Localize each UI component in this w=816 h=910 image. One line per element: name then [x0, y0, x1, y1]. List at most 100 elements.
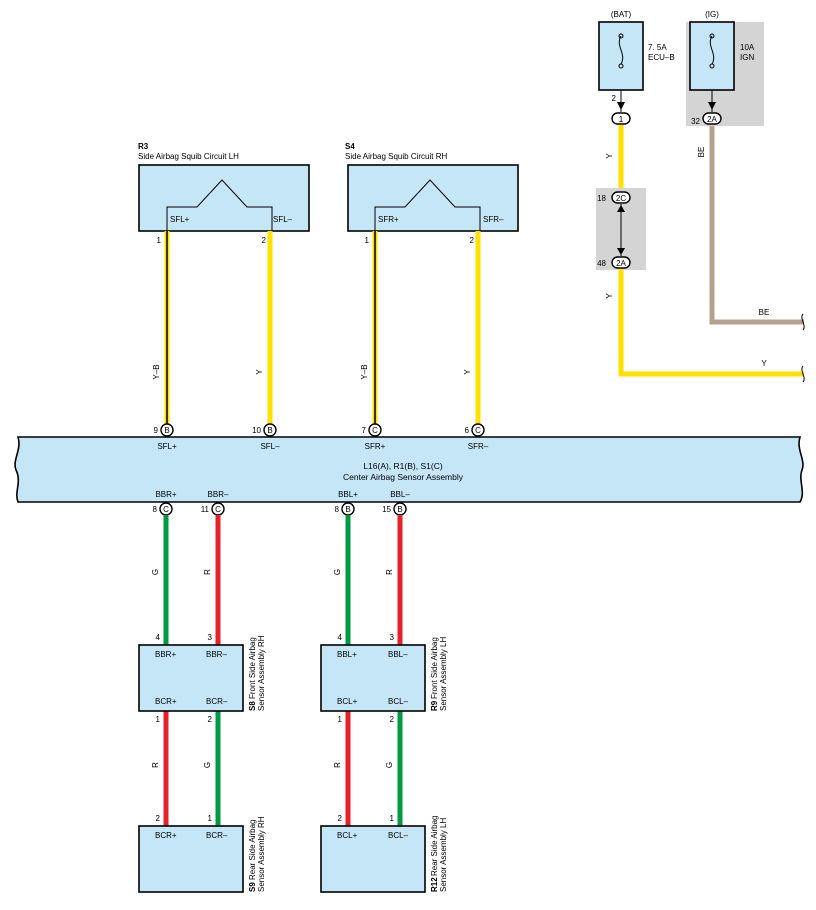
- ig-source-label: (IG): [705, 10, 719, 19]
- wire-y-bat-lower: [618, 269, 804, 377]
- pin-conn-label: C: [372, 426, 378, 435]
- s9-name1: Rear Side Airbag: [248, 820, 257, 880]
- bat-pin-number: 2: [612, 94, 617, 103]
- center-top-pin-4: 6 C SFR–: [465, 423, 489, 451]
- pin-number: 7: [362, 426, 367, 435]
- r3-term-minus: SFL–: [273, 215, 293, 224]
- r9-bot-minus: BCL–: [388, 697, 409, 706]
- pin-signal-label: SFL+: [157, 442, 177, 451]
- s8-top-plus: BBR+: [155, 650, 176, 659]
- r12-minus: BCL–: [388, 831, 409, 840]
- ig-fuse-rating: 10A: [740, 43, 755, 52]
- wire-label-g2: G: [333, 569, 342, 575]
- s8-id: S8: [248, 701, 257, 711]
- junction-arrow-up-icon: [617, 205, 625, 212]
- bat-fuse-group: (BAT) 7. 5A ECU–B 2 1: [598, 10, 675, 125]
- pin-signal-label: SFL–: [260, 442, 280, 451]
- pin-conn-label: B: [267, 426, 272, 435]
- r12-name1: Rear Side Airbag: [430, 816, 439, 876]
- s4-pin-plus: 1: [365, 236, 370, 245]
- pin-connector: [263, 423, 277, 437]
- pin-number: 6: [465, 426, 470, 435]
- r12-pin-r: 1: [390, 814, 395, 823]
- pin-signal-label: BBL+: [338, 490, 358, 499]
- s4-id: S4: [345, 142, 355, 151]
- wire-label-be1: BE: [697, 147, 706, 158]
- s8-name2: Sensor Assembly RH: [257, 635, 266, 711]
- bat-connector: [611, 112, 631, 125]
- junction-bottom-connector: [611, 256, 631, 269]
- junction-top-connector: [611, 191, 631, 204]
- pin-number: 15: [382, 505, 391, 514]
- pin-conn-label: B: [345, 505, 350, 514]
- wire-break-icon-y: [801, 365, 805, 383]
- s9-pin-l: 2: [156, 814, 161, 823]
- ig-arrow-icon: [708, 102, 716, 110]
- r9-bot-plus: BCL+: [337, 697, 358, 706]
- bat-arrow-icon: [617, 102, 625, 110]
- wire-label-y-right: Y: [761, 359, 767, 368]
- center-sensor-ids: L16(A), R1(B), S1(C): [363, 461, 443, 471]
- s8-box: [138, 644, 244, 712]
- wire-label-r4: R: [333, 762, 342, 768]
- pin-conn-label: B: [164, 426, 169, 435]
- pin-conn-label: C: [163, 505, 169, 514]
- wire-label-y-bat2: Y: [605, 293, 614, 299]
- pin-signal-label: BBR+: [155, 490, 176, 499]
- center-sensor-name: Center Airbag Sensor Assembly: [343, 472, 464, 482]
- junction-bottom-label: 2A: [616, 259, 626, 268]
- r9-pin-bl: 1: [338, 715, 343, 724]
- r9-name2: Sensor Assembly LH: [439, 637, 448, 711]
- ig-connector-label: 2A: [707, 115, 717, 124]
- r9-id: R9: [430, 700, 439, 711]
- junction-bottom-pin: 48: [597, 259, 606, 268]
- s8-pin-tl: 4: [156, 633, 161, 642]
- s8-bot-minus: BCR–: [206, 697, 228, 706]
- r9-pin-tl: 4: [338, 633, 343, 642]
- junction-arrow-down-icon: [617, 248, 625, 255]
- r12-box: [320, 825, 426, 893]
- pin-conn-label: C: [215, 505, 221, 514]
- s8-name1: Front Side Airbag: [248, 637, 257, 699]
- ig-fuse-name: IGN: [740, 53, 754, 62]
- r3-pin-minus: 2: [262, 236, 267, 245]
- s4-squib: S4 Side Airbag Squib Circuit RH SFR+ SFR…: [345, 142, 519, 245]
- pin-connector: [471, 423, 485, 437]
- pin-number: 11: [201, 505, 210, 514]
- s8-top-minus: BBR–: [206, 650, 227, 659]
- ig-pin-number: 32: [691, 117, 700, 126]
- pin-connector: [160, 423, 174, 437]
- bat-fuse-name: ECU–B: [648, 53, 675, 62]
- s4-squib-icon: [374, 179, 481, 231]
- junction-top-label: 2C: [616, 194, 626, 203]
- bat-fuse-icon: [618, 33, 624, 69]
- wire-label-y-sfl: Y: [255, 369, 264, 375]
- pin-signal-label: BBR–: [208, 490, 229, 499]
- s4-term-minus: SFR–: [483, 215, 504, 224]
- wire-label-g4: G: [385, 762, 394, 768]
- s4-box: [347, 164, 519, 232]
- center-sensor-box: [14, 436, 804, 503]
- r9-top-minus: BBL–: [388, 650, 408, 659]
- s9-name2: Sensor Assembly RH: [257, 816, 266, 892]
- r9-top-plus: BBL+: [337, 650, 357, 659]
- wire-label-y-bat1: Y: [605, 153, 614, 159]
- bat-connector-label: 1: [619, 115, 624, 124]
- pin-number: 8: [153, 505, 158, 514]
- bat-fuse-box: [598, 21, 644, 91]
- wire-label-be2: BE: [759, 308, 770, 317]
- pin-signal-label: SFR+: [365, 442, 386, 451]
- center-top-pin-2: 10 B SFL–: [252, 423, 280, 451]
- ig-fuse-icon: [709, 33, 715, 69]
- r3-squib-icon: [166, 179, 273, 231]
- pin-number: 8: [335, 505, 340, 514]
- s8-pin-tr: 3: [208, 633, 213, 642]
- r12-plus: BCL+: [337, 831, 358, 840]
- wire-label-r3: R: [151, 762, 160, 768]
- s9-plus: BCR+: [155, 831, 177, 840]
- wire-label-r1: R: [203, 569, 212, 575]
- wire-label-g3: G: [203, 762, 212, 768]
- pin-number: 10: [252, 426, 261, 435]
- pin-signal-label: SFR–: [468, 442, 489, 451]
- s9-sensor: 2 1 BCR+ BCR– S9 Rear Side Airbag Sensor…: [138, 814, 266, 893]
